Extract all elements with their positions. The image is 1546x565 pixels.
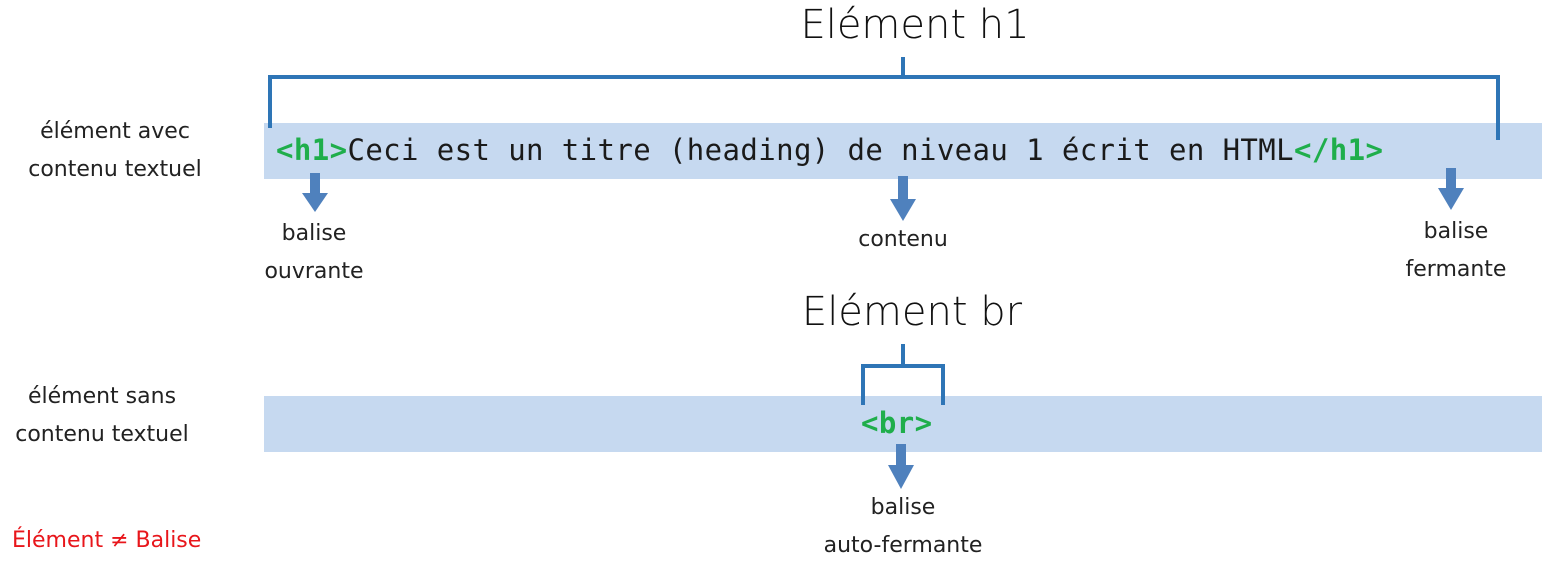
h1-side-label: élément avec contenu textuel bbox=[0, 113, 230, 189]
close-tag-annotation-line2: fermante bbox=[1405, 257, 1507, 282]
br-side-label-line1: élément sans bbox=[27, 384, 177, 409]
br-code-band bbox=[264, 396, 1542, 452]
self-closing-arrow bbox=[888, 444, 914, 489]
self-closing-annotation: balise auto-fermante bbox=[824, 489, 983, 565]
open-tag-arrow bbox=[302, 173, 328, 212]
self-closing-annotation-line1: balise bbox=[870, 495, 936, 520]
h1-code-line: <h1>Ceci est un titre (heading) de nivea… bbox=[276, 133, 1383, 167]
h1-open-tag: <h1> bbox=[276, 133, 348, 167]
open-tag-annotation: balise ouvrante bbox=[264, 215, 363, 291]
h1-code-band bbox=[264, 123, 1542, 179]
self-closing-annotation-line2: auto-fermante bbox=[823, 533, 983, 558]
h1-content-text: Ceci est un titre (heading) de niveau 1 … bbox=[347, 133, 1295, 167]
close-tag-arrow bbox=[1438, 168, 1464, 210]
h1-side-label-line1: élément avec bbox=[40, 119, 190, 144]
open-tag-annotation-line1: balise bbox=[281, 221, 347, 246]
br-tag: <br> bbox=[861, 406, 933, 440]
h1-section-title: Elément h1 bbox=[800, 2, 1030, 48]
open-tag-annotation-line2: ouvrante bbox=[264, 259, 364, 284]
close-tag-annotation-line1: balise bbox=[1423, 219, 1489, 244]
br-element-bracket bbox=[861, 344, 945, 405]
br-side-label: élément sans contenu textuel bbox=[0, 378, 217, 454]
br-code-line: <br> bbox=[861, 406, 932, 440]
element-vs-tag-note: Élément ≠ Balise bbox=[12, 528, 202, 553]
close-tag-annotation: balise fermante bbox=[1406, 213, 1507, 289]
h1-close-tag: </h1> bbox=[1294, 133, 1384, 167]
content-arrow bbox=[890, 176, 916, 221]
h1-element-bracket bbox=[268, 57, 1500, 140]
h1-side-label-line2: contenu textuel bbox=[28, 157, 202, 182]
br-side-label-line2: contenu textuel bbox=[15, 422, 189, 447]
br-section-title: Elément br bbox=[801, 289, 1023, 335]
content-annotation: contenu bbox=[858, 227, 948, 252]
